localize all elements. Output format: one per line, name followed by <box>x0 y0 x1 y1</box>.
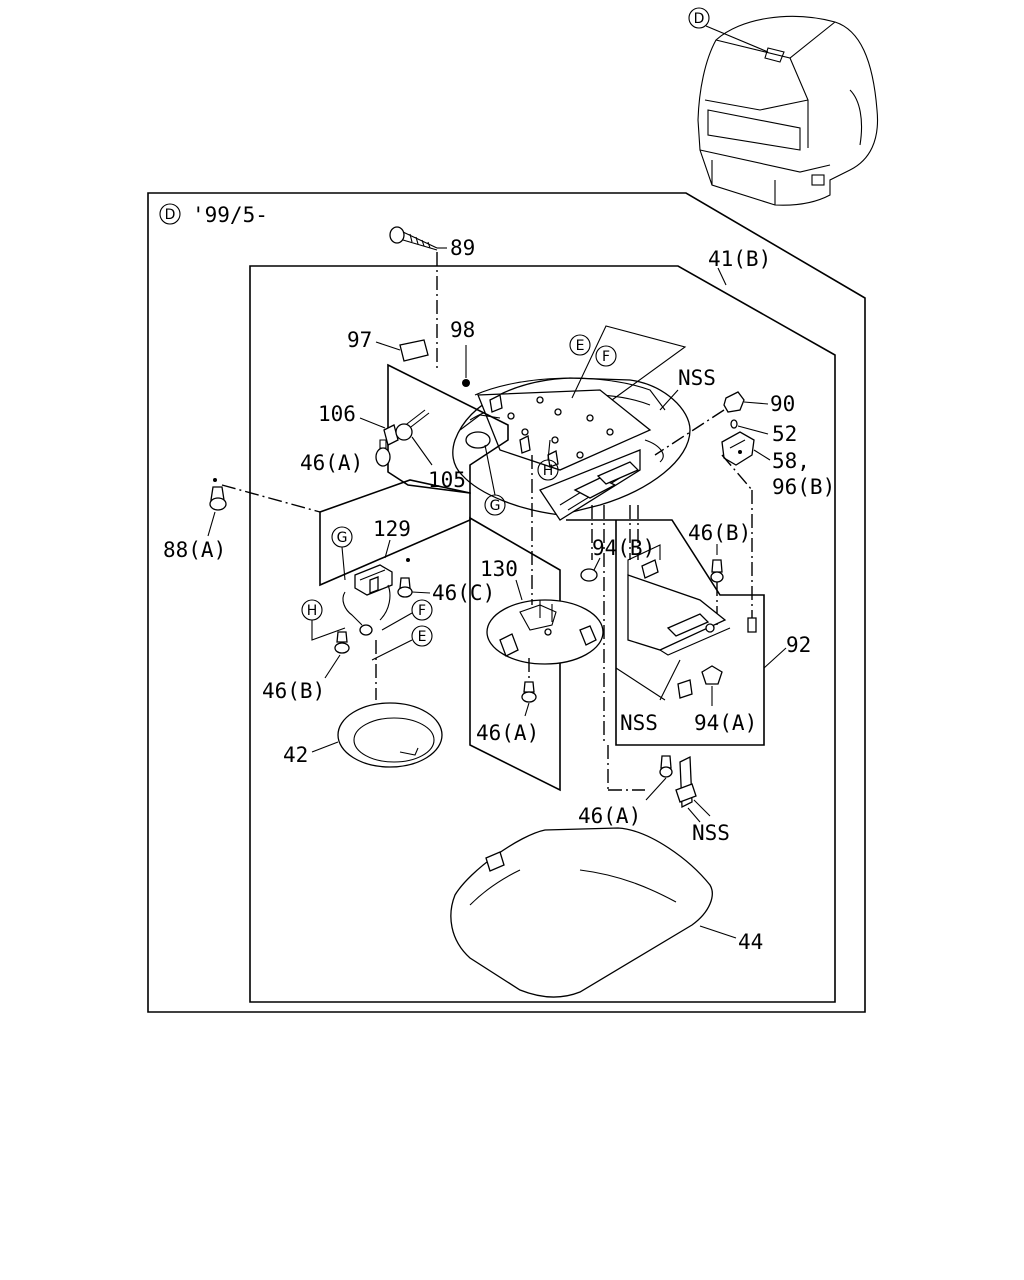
svg-text:G: G <box>337 530 348 546</box>
lens-ring-42 <box>337 702 443 768</box>
screw-46c <box>397 577 413 598</box>
reflector-130 <box>486 599 604 665</box>
bracket-nss-low <box>675 755 711 817</box>
screw-46a-lower <box>659 755 673 778</box>
nut-105 <box>395 423 413 441</box>
cab-inset-illustration <box>697 15 879 206</box>
svg-text:D: D <box>165 207 176 223</box>
label-nss-mid: NSS <box>620 711 658 735</box>
label-nss-low: NSS <box>692 821 730 845</box>
callout-g-top: G <box>484 494 506 516</box>
lamp-socket-129 <box>342 558 410 636</box>
inner-frame-41b <box>249 265 836 1003</box>
switch-detail-frame <box>566 519 765 746</box>
label-46a-lower: 46(A) <box>578 804 641 828</box>
clip-88a <box>209 478 227 511</box>
screw-46b-left <box>334 631 350 654</box>
grommet-94b <box>580 568 598 582</box>
label-44: 44 <box>738 930 763 954</box>
label-98: 98 <box>450 318 475 342</box>
svg-text:G: G <box>490 498 501 514</box>
label-106: 106 <box>318 402 356 426</box>
label-96b: 96(B) <box>772 475 835 499</box>
screw-46a-upper <box>375 439 391 467</box>
svg-text:E: E <box>576 338 585 354</box>
svg-text:E: E <box>418 629 427 645</box>
switch-knob-90 <box>723 391 745 413</box>
screw-46b-right <box>710 559 724 583</box>
callout-e-left: E <box>411 625 433 647</box>
grommet-94a <box>701 665 723 685</box>
inset-view-marker: D <box>688 7 710 29</box>
label-46b-right: 46(B) <box>688 521 751 545</box>
label-94a: 94(A) <box>694 711 757 735</box>
clip-nss-mid <box>677 679 693 699</box>
svg-text:'99/5-: '99/5- <box>192 203 268 227</box>
svg-text:F: F <box>418 603 426 619</box>
callout-f-top: F <box>595 345 617 367</box>
svg-text:H: H <box>543 463 554 479</box>
part-98-rivet <box>462 379 470 387</box>
reflector-detail-frame <box>469 516 561 792</box>
label-129: 129 <box>373 517 411 541</box>
bracket-detail-frame <box>387 363 509 494</box>
lamp-bracket-assembly <box>452 377 691 521</box>
svg-text:H: H <box>307 603 318 619</box>
label-92: 92 <box>786 633 811 657</box>
lens-cover-44 <box>450 827 713 998</box>
label-88a: 88(A) <box>163 538 226 562</box>
label-130: 130 <box>480 557 518 581</box>
label-90: 90 <box>770 392 795 416</box>
label-46a-center: 46(A) <box>476 721 539 745</box>
callout-e-top: E <box>569 334 591 356</box>
switch-bracket-92 <box>627 544 731 656</box>
svg-text:F: F <box>602 349 610 365</box>
label-97: 97 <box>347 328 372 352</box>
screw-46a-center <box>521 681 537 703</box>
label-nss-top: NSS <box>678 366 716 390</box>
outer-frame <box>147 192 866 1013</box>
socket-detail-frame <box>319 479 471 587</box>
label-46c: 46(C) <box>432 581 495 605</box>
label-41b: 41(B) <box>708 247 771 271</box>
callout-f-left: F <box>411 599 433 621</box>
spring-52 <box>730 419 738 429</box>
label-58: 58, <box>772 449 810 473</box>
label-94b: 94(B) <box>592 536 655 560</box>
label-42: 42 <box>283 743 308 767</box>
callout-h-left: H <box>301 599 323 621</box>
label-89: 89 <box>450 236 475 260</box>
view-heading: D '99/5- <box>159 203 268 227</box>
label-46b-left: 46(B) <box>262 679 325 703</box>
svg-text:D: D <box>694 11 705 27</box>
label-46a-upper: 46(A) <box>300 451 363 475</box>
part-97-label-plate <box>399 339 429 362</box>
screw-89 <box>389 226 438 251</box>
e-f-callout-plate <box>571 325 687 401</box>
callout-g-left: G <box>331 526 353 548</box>
label-52: 52 <box>772 422 797 446</box>
